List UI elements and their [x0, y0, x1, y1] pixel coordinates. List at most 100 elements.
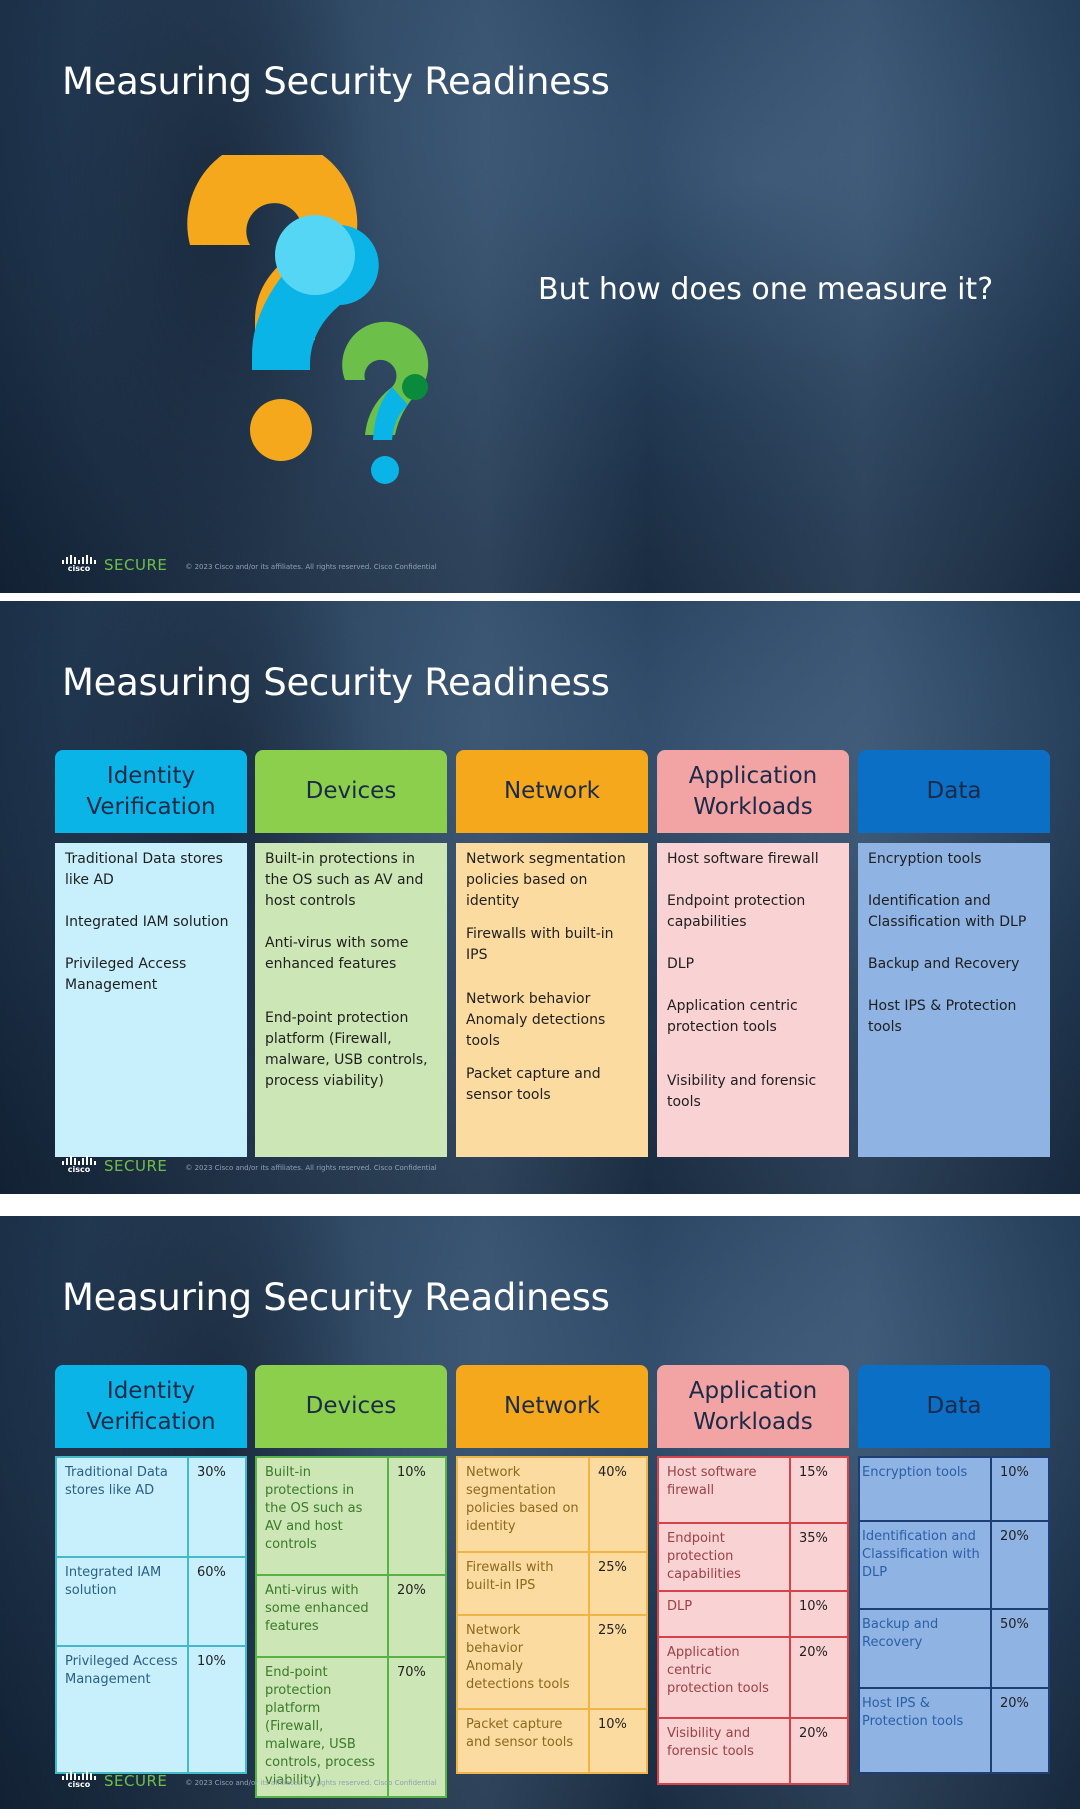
column-application-workloads: Application Workloads Host software fire…: [657, 750, 849, 1157]
cisco-logo: cisco: [62, 1156, 96, 1174]
weight-table: Encryption tools 10% Identification and …: [858, 1456, 1050, 1774]
column-heading: Devices: [255, 750, 447, 833]
secure-label: SECURE: [104, 1772, 168, 1790]
column-devices: Devices Built-in protections in the OS s…: [255, 1365, 447, 1798]
list-item: Firewalls with built-in IPS: [466, 926, 614, 963]
item-cell: Endpoint protection capabilities: [657, 1522, 791, 1592]
copyright-text: © 2023 Cisco and/or its affiliates. All …: [185, 1779, 437, 1787]
list-item: Backup and Recovery: [868, 956, 1020, 972]
percentage-cell: 20%: [990, 1687, 1050, 1774]
column-heading: Identity Verification: [55, 750, 247, 833]
column-data: Data Encryption tools Identification and…: [858, 750, 1050, 1157]
list-item: DLP: [667, 956, 695, 972]
list-item: Integrated IAM solution: [65, 914, 229, 930]
table-row: Firewalls with built-in IPS 25%: [456, 1551, 648, 1616]
list-item: Network segmentation policies based on i…: [466, 851, 626, 909]
column-heading: Network: [456, 1365, 648, 1448]
percentage-cell: 30%: [187, 1456, 247, 1558]
table-row: Network segmentation policies based on i…: [456, 1456, 648, 1553]
column-identity-verification: Identity Verification Traditional Data s…: [55, 1365, 247, 1774]
column-body: Encryption tools Identification and Clas…: [858, 843, 1050, 1157]
cisco-logo: cisco: [62, 1771, 96, 1789]
table-row: Packet capture and sensor tools 10%: [456, 1708, 648, 1774]
table-row: Privileged Access Management 10%: [55, 1645, 247, 1774]
item-cell: Encryption tools: [858, 1456, 992, 1522]
item-cell: Network segmentation policies based on i…: [456, 1456, 590, 1553]
item-cell: End-point protection platform (Firewall,…: [255, 1656, 389, 1798]
question-marks-illustration: [187, 155, 429, 484]
percentage-cell: 25%: [588, 1551, 648, 1616]
list-item: Host software firewall: [667, 851, 819, 867]
column-devices: Devices Built-in protections in the OS s…: [255, 750, 447, 1157]
item-cell: Traditional Data stores like AD: [55, 1456, 189, 1558]
table-row: Identification and Classification with D…: [858, 1520, 1050, 1610]
question-text: But how does one measure it?: [538, 272, 994, 307]
list-item: Host IPS & Protection tools: [868, 998, 1017, 1035]
item-cell: DLP: [657, 1590, 791, 1638]
item-cell: Backup and Recovery: [858, 1608, 992, 1689]
table-row: End-point protection platform (Firewall,…: [255, 1656, 447, 1798]
table-row: Backup and Recovery 50%: [858, 1608, 1050, 1689]
list-item: Packet capture and sensor tools: [466, 1066, 601, 1103]
weight-table: Traditional Data stores like AD 30% Inte…: [55, 1456, 247, 1774]
item-cell: Host software firewall: [657, 1456, 791, 1524]
cisco-wordmark: cisco: [67, 1780, 91, 1789]
item-cell: Identification and Classification with D…: [858, 1520, 992, 1610]
list-item: Identification and Classification with D…: [868, 893, 1027, 930]
percentage-cell: 35%: [789, 1522, 849, 1592]
table-row: Anti-virus with some enhanced features 2…: [255, 1574, 447, 1658]
slide-title: Measuring Security Readiness: [62, 60, 610, 103]
table-row: DLP 10%: [657, 1590, 849, 1638]
weight-table: Host software firewall 15% Endpoint prot…: [657, 1456, 849, 1785]
slide-title: Measuring Security Readiness: [62, 661, 610, 704]
column-heading: Identity Verification: [55, 1365, 247, 1448]
table-row: Encryption tools 10%: [858, 1456, 1050, 1522]
list-item: Network behavior Anomaly detections tool…: [466, 991, 606, 1049]
slide-footer: cisco SECURE © 2023 Cisco and/or its aff…: [62, 1771, 437, 1789]
column-heading: Data: [858, 1365, 1050, 1448]
item-cell: Network behavior Anomaly detections tool…: [456, 1614, 590, 1710]
table-row: Built-in protections in the OS such as A…: [255, 1456, 447, 1576]
item-cell: Privileged Access Management: [55, 1645, 189, 1774]
column-heading: Network: [456, 750, 648, 833]
table-row: Network behavior Anomaly detections tool…: [456, 1614, 648, 1710]
column-body: Traditional Data stores like AD Integrat…: [55, 843, 247, 1157]
percentage-cell: 10%: [789, 1590, 849, 1638]
column-heading: Application Workloads: [657, 750, 849, 833]
item-cell: Packet capture and sensor tools: [456, 1708, 590, 1774]
percentage-cell: 10%: [387, 1456, 447, 1576]
slide-title: Measuring Security Readiness: [62, 1276, 610, 1319]
column-body: Host software firewall Endpoint protecti…: [657, 843, 849, 1157]
percentage-cell: 40%: [588, 1456, 648, 1553]
percentage-cell: 20%: [789, 1717, 849, 1785]
percentage-cell: 50%: [990, 1608, 1050, 1689]
column-identity-verification: Identity Verification Traditional Data s…: [55, 750, 247, 1157]
slide-weighted-capabilities: Measuring Security Readiness Identity Ve…: [0, 1216, 1080, 1809]
percentage-cell: 70%: [387, 1656, 447, 1798]
item-cell: Built-in protections in the OS such as A…: [255, 1456, 389, 1576]
table-row: Host IPS & Protection tools 20%: [858, 1687, 1050, 1774]
table-row: Host software firewall 15%: [657, 1456, 849, 1524]
column-heading: Application Workloads: [657, 1365, 849, 1448]
item-cell: Integrated IAM solution: [55, 1556, 189, 1647]
table-row: Traditional Data stores like AD 30%: [55, 1456, 247, 1558]
list-item: Built-in protections in the OS such as A…: [265, 851, 424, 909]
percentage-cell: 15%: [789, 1456, 849, 1524]
list-item: Traditional Data stores like AD: [65, 851, 223, 888]
column-network: Network Network segmentation policies ba…: [456, 750, 648, 1157]
list-item: Application centric protection tools: [667, 998, 798, 1035]
item-cell: Visibility and forensic tools: [657, 1717, 791, 1785]
weight-table: Network segmentation policies based on i…: [456, 1456, 648, 1774]
item-cell: Application centric protection tools: [657, 1636, 791, 1719]
percentage-cell: 10%: [588, 1708, 648, 1774]
list-item: Endpoint protection capabilities: [667, 893, 806, 930]
list-item: Visibility and forensic tools: [667, 1073, 817, 1110]
item-cell: Firewalls with built-in IPS: [456, 1551, 590, 1616]
cisco-wordmark: cisco: [67, 1165, 91, 1174]
item-cell: Anti-virus with some enhanced features: [255, 1574, 389, 1658]
column-body: Network segmentation policies based on i…: [456, 843, 648, 1157]
table-row: Application centric protection tools 20%: [657, 1636, 849, 1719]
table-row: Endpoint protection capabilities 35%: [657, 1522, 849, 1592]
column-heading: Devices: [255, 1365, 447, 1448]
list-item: Encryption tools: [868, 851, 982, 867]
